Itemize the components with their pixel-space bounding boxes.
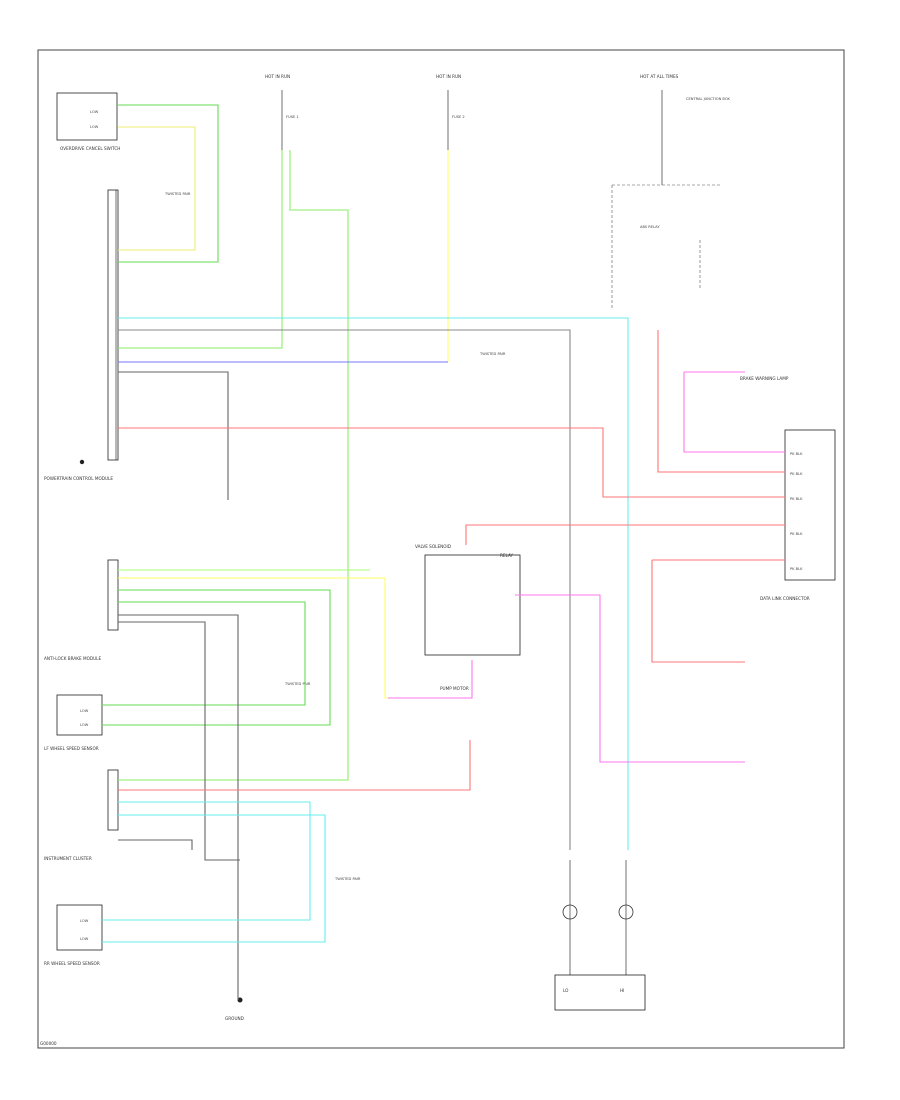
overdrive-switch-label: OVERDRIVE CANCEL SWITCH: [60, 146, 120, 151]
svg-text:LOW: LOW: [80, 709, 89, 713]
twisted-pair-label-1: TWISTED PAIR: [164, 192, 191, 196]
instrument-cluster: INSTRUMENT CLUSTER: [44, 769, 119, 861]
wire-red-1: [118, 427, 785, 498]
svg-text:LOW: LOW: [90, 110, 99, 114]
wire-yellow-3: [118, 577, 472, 699]
pcm-module: POWERTRAIN CONTROL MODULE: [44, 189, 119, 481]
hot-at-all-times-label: HOT AT ALL TIMES: [640, 74, 679, 79]
wire-red-4: [651, 559, 785, 663]
svg-text:FUSE 2: FUSE 2: [452, 115, 465, 119]
ground-label: GROUND: [225, 1016, 244, 1021]
hot-run-label: HOT IN RUN: [265, 74, 290, 79]
wire-cyan-3: [102, 814, 326, 943]
svg-text:CENTRAL JUNCTION BOX: CENTRAL JUNCTION BOX: [686, 97, 730, 101]
svg-text:PK BLK: PK BLK: [790, 567, 803, 571]
wire-black-1: [118, 329, 571, 850]
lamp-assembly: LO HI: [554, 860, 646, 1011]
svg-text:PK BLK: PK BLK: [790, 497, 803, 501]
twisted-pair-label-3: TWISTED PAIR: [284, 682, 311, 686]
dlc-label: DATA LINK CONNECTOR: [760, 596, 810, 601]
wire-black-4: [118, 621, 240, 861]
svg-text:LOW: LOW: [80, 919, 89, 923]
svg-text:LOW: LOW: [80, 723, 89, 727]
pcm-label: POWERTRAIN CONTROL MODULE: [44, 476, 113, 481]
valve-relay-box: RELAY VALVE SOLENOID: [415, 544, 521, 656]
svg-text:PK BLK: PK BLK: [790, 532, 803, 536]
wire-yellow-1: [118, 126, 196, 251]
twisted-pair-label-4: TWISTED PAIR: [334, 877, 361, 881]
lf-sensor-label: LF WHEEL SPEED SENSOR: [44, 746, 99, 751]
wire-cyan-1: [118, 317, 629, 850]
power-source-3: HOT AT ALL TIMES CENTRAL JUNCTION BOX: [640, 74, 730, 185]
svg-text:LOW: LOW: [90, 125, 99, 129]
twisted-pair-label-2: TWISTED PAIR: [479, 352, 506, 356]
wire-red-5: [118, 740, 471, 791]
wire-black-5: [118, 839, 193, 850]
svg-text:PK BLK: PK BLK: [790, 452, 803, 456]
abs-module: ANTI-LOCK BRAKE MODULE: [44, 559, 119, 661]
power-source-2: HOT IN RUN FUSE 2: [436, 74, 465, 150]
right-module: PK BLK PK BLK PK BLK PK BLK PK BLK: [784, 429, 836, 581]
wire-black-2: [118, 371, 229, 500]
svg-text:FUSE 1: FUSE 1: [286, 115, 299, 119]
junction-box-outline: [611, 184, 720, 310]
svg-text:VALVE SOLENOID: VALVE SOLENOID: [415, 544, 451, 549]
abs-relay-label: ABS RELAY: [640, 225, 660, 229]
abs-module-label: ANTI-LOCK BRAKE MODULE: [44, 656, 102, 661]
svg-text:RELAY: RELAY: [500, 553, 514, 558]
wire-pink-3: [388, 660, 473, 699]
wire-pink-1: [683, 371, 785, 453]
wire-red-3: [465, 524, 785, 545]
wire-cyan-2: [102, 801, 311, 921]
wire-green-4: [102, 589, 331, 726]
wire-red-2: [657, 330, 785, 473]
power-source-1: HOT IN RUN FUSE 1: [265, 74, 299, 150]
svg-text:PK BLK: PK BLK: [790, 472, 803, 476]
svg-text:LOW: LOW: [80, 937, 89, 941]
hot-run-label-2: HOT IN RUN: [436, 74, 461, 79]
rr-sensor: LOW LOW RR WHEEL SPEED SENSOR: [44, 904, 103, 966]
brake-warning-label: BRAKE WARNING LAMP: [740, 376, 789, 381]
diagram-frame: [37, 49, 845, 1049]
overdrive-switch: LOW LOW OVERDRIVE CANCEL SWITCH: [56, 92, 120, 151]
wire-green-5: [102, 601, 306, 706]
rr-sensor-label: RR WHEEL SPEED SENSOR: [44, 961, 100, 966]
svg-text:HI: HI: [620, 988, 624, 993]
wire-green-1: [118, 104, 219, 263]
instrument-cluster-label: INSTRUMENT CLUSTER: [44, 856, 92, 861]
lf-sensor: LOW LOW LF WHEEL SPEED SENSOR: [44, 694, 103, 751]
svg-text:LO: LO: [563, 988, 569, 993]
wire-green-2: [118, 150, 283, 349]
ground-icon: [237, 997, 243, 1003]
wire-green-3: [118, 150, 349, 781]
footer-code: G00000: [40, 1041, 57, 1046]
wire-black-3: [118, 614, 239, 1000]
wire-pink-2: [515, 594, 745, 763]
pump-motor-label: PUMP MOTOR: [440, 686, 469, 691]
